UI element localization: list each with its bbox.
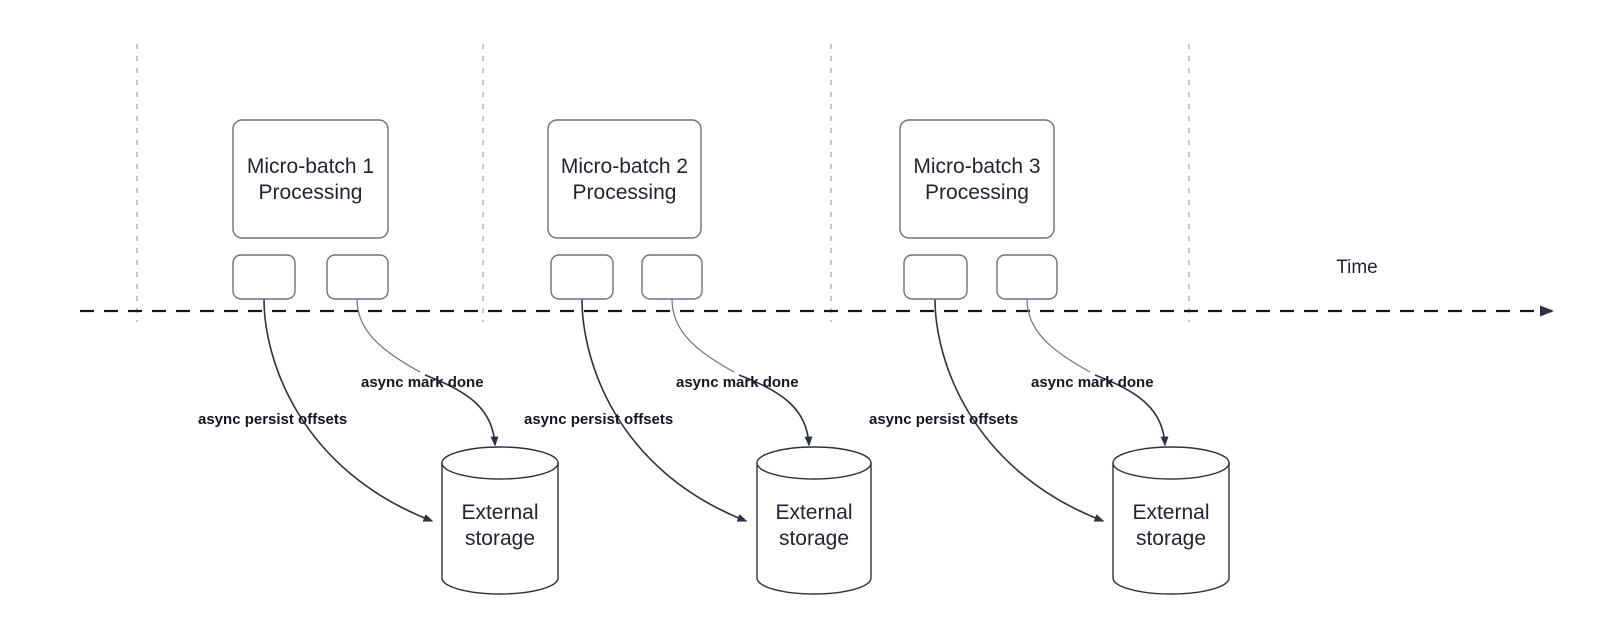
async-mark-done-label-3: async mark done <box>1031 374 1154 391</box>
micro-batch-box-subtitle: Processing <box>259 181 363 204</box>
mark-done-task-3[interactable] <box>996 254 1058 300</box>
persist-offsets-edge-2 <box>581 298 748 522</box>
mark-done-edge-3b <box>1094 374 1169 447</box>
mark-done-edge-3 <box>1026 298 1091 373</box>
external-storage-title: External <box>1132 501 1209 524</box>
batch-boundaries <box>136 44 1190 322</box>
persist-offsets-task-3[interactable] <box>903 254 968 300</box>
external-storage-subtitle: storage <box>1136 527 1206 550</box>
async-mark-done-label-2: async mark done <box>676 374 799 391</box>
external-storage-title: External <box>775 501 852 524</box>
mark-done-edge-1b <box>424 374 499 447</box>
mark-done-edge-2 <box>671 298 735 373</box>
external-storage-title: External <box>461 501 538 524</box>
external-storage-2[interactable]: External storage <box>756 446 872 595</box>
async-persist-offsets-label-2: async persist offsets <box>524 411 673 428</box>
micro-batch-box[interactable] <box>547 119 702 239</box>
persist-offsets-task-1[interactable] <box>232 254 296 300</box>
persist-offsets-edge-1 <box>263 298 434 522</box>
micro-batch-box-title: Micro-batch 2 <box>561 155 688 178</box>
micro-batch-box[interactable] <box>899 119 1055 239</box>
micro-batch-box-title: Micro-batch 3 <box>913 155 1040 178</box>
time-axis: Time <box>80 257 1554 317</box>
external-storage-1[interactable]: External storage <box>441 446 559 595</box>
async-mark-done-label-1: async mark done <box>361 374 484 391</box>
micro-batch-box-title: Micro-batch 1 <box>247 155 374 178</box>
micro-batch-box-subtitle: Processing <box>925 181 1029 204</box>
mark-done-edge-2b <box>738 374 813 447</box>
async-persist-offsets-label-3: async persist offsets <box>869 411 1018 428</box>
external-storage-subtitle: storage <box>465 527 535 550</box>
persist-offsets-edge-3 <box>934 298 1105 522</box>
micro-batch-box-subtitle: Processing <box>573 181 677 204</box>
persist-offsets-task-2[interactable] <box>550 254 614 300</box>
external-storage-subtitle: storage <box>779 527 849 550</box>
mark-done-edge-1 <box>356 298 421 373</box>
time-axis-label: Time <box>1336 257 1378 278</box>
micro-batch-box[interactable] <box>232 119 389 239</box>
external-storage-3[interactable]: External storage <box>1112 446 1230 595</box>
mark-done-task-1[interactable] <box>326 254 389 300</box>
async-persist-offsets-label-1: async persist offsets <box>198 411 347 428</box>
mark-done-task-2[interactable] <box>641 254 703 300</box>
